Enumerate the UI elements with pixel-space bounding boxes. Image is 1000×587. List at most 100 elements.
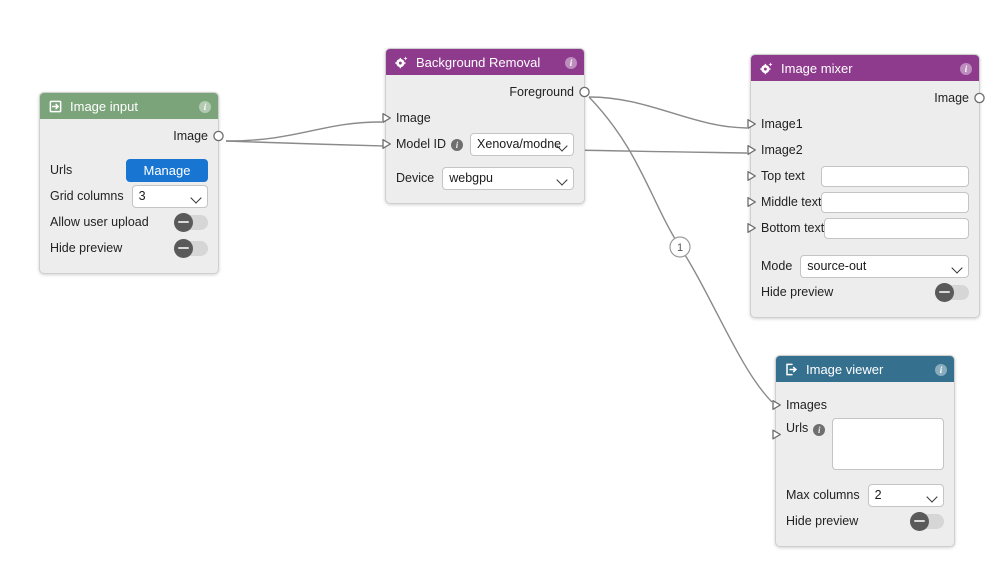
- input-port-middle-text[interactable]: [746, 197, 757, 208]
- field-row-max-columns: Max columns 2: [786, 482, 944, 508]
- edge-badge-label: 1: [677, 242, 683, 254]
- gear-sparkle-icon: [393, 54, 409, 70]
- input-port-image2[interactable]: [746, 145, 757, 156]
- grid-columns-select[interactable]: 3: [131, 184, 208, 208]
- field-label-top-text: Top text: [761, 169, 805, 183]
- input-port-image[interactable]: [381, 113, 392, 124]
- port-row-image-out: Image: [761, 85, 985, 111]
- node-image-input-title: Image input: [70, 98, 138, 114]
- grid-columns-value: 3: [138, 188, 146, 203]
- mode-select[interactable]: source-out: [800, 254, 969, 278]
- edge-bgremoval-foreground-to-viewer-images: [588, 96, 773, 403]
- port-row-foreground-out: Foreground: [396, 79, 590, 105]
- field-row-urls: Urls i: [772, 418, 944, 474]
- input-port-top-text[interactable]: [746, 171, 757, 182]
- node-image-input-header[interactable]: Image input i: [40, 93, 218, 119]
- field-row-images: Images: [772, 392, 944, 418]
- field-label-bottom-text: Bottom text: [761, 221, 825, 235]
- device-value: webgpu: [449, 170, 494, 185]
- gear-sparkle-icon: [758, 60, 774, 76]
- field-row-model-id: Model ID i Xenova/modne: [382, 131, 574, 157]
- info-icon[interactable]: i: [199, 99, 211, 114]
- field-label-max-columns: Max columns: [786, 488, 860, 502]
- input-port-model-id[interactable]: [381, 139, 392, 150]
- input-port-urls[interactable]: [771, 429, 782, 440]
- field-row-urls: Urls Manage: [50, 157, 208, 183]
- model-id-info-icon[interactable]: i: [451, 137, 464, 151]
- field-row-allow-user-upload: Allow user upload: [50, 209, 208, 235]
- arrow-into-box-icon: [47, 98, 63, 114]
- output-label-image: Image: [173, 129, 208, 143]
- node-image-viewer[interactable]: Image viewer i Images U: [772, 355, 955, 547]
- arrow-out-of-box-icon: [783, 361, 799, 377]
- field-row-device: Device webgpu: [396, 165, 574, 191]
- node-image-viewer-body: Images Urls i Max columns 2: [772, 382, 954, 546]
- node-image-mixer-header[interactable]: Image mixer i: [751, 55, 979, 81]
- output-port-image[interactable]: [974, 92, 985, 104]
- field-label-urls: Urls: [50, 163, 73, 177]
- field-label-mode: Mode: [761, 259, 793, 273]
- toggle-knob: [174, 238, 193, 258]
- output-port-foreground[interactable]: [579, 86, 590, 98]
- bottom-text-input[interactable]: [824, 217, 969, 239]
- hide-preview-toggle[interactable]: [174, 238, 208, 258]
- field-row-image-in: Image: [382, 105, 574, 131]
- model-id-value: Xenova/modne: [477, 136, 562, 151]
- node-background-removal-body: Foreground Image: [382, 75, 590, 203]
- input-port-image1[interactable]: [746, 119, 757, 130]
- info-icon[interactable]: i: [935, 362, 947, 377]
- field-label-model-id: Model ID: [396, 137, 447, 151]
- field-label-grid-columns: Grid columns: [50, 189, 124, 203]
- max-columns-select[interactable]: 2: [867, 483, 944, 507]
- input-label-images: Images: [786, 398, 827, 412]
- field-label-allow-user-upload: Allow user upload: [50, 215, 149, 229]
- field-row-image1: Image1: [747, 111, 969, 137]
- field-label-hide-preview: Hide preview: [50, 241, 123, 255]
- node-image-viewer-title: Image viewer: [806, 361, 884, 377]
- node-image-mixer[interactable]: Image mixer i Image Ima: [747, 54, 985, 318]
- info-icon[interactable]: i: [565, 55, 577, 70]
- middle-text-input[interactable]: [821, 191, 969, 213]
- hide-preview-toggle[interactable]: [935, 282, 969, 302]
- edge-bgremoval-foreground-to-mixer-image1: [588, 96, 748, 129]
- input-port-images[interactable]: [771, 400, 782, 411]
- field-label-device: Device: [396, 171, 435, 185]
- field-row-grid-columns: Grid columns 3: [50, 183, 208, 209]
- node-background-removal-header[interactable]: Background Removal i: [386, 49, 584, 75]
- urls-manage-button[interactable]: Manage: [126, 158, 208, 182]
- field-row-image2: Image2: [747, 137, 969, 163]
- edge-badge-circle[interactable]: [669, 236, 691, 258]
- field-row-top-text: Top text: [747, 163, 969, 189]
- field-row-middle-text: Middle text: [747, 189, 969, 215]
- mode-value: source-out: [807, 258, 867, 273]
- input-port-bottom-text[interactable]: [746, 223, 757, 234]
- field-row-mode: Mode source-out: [761, 253, 969, 279]
- output-port-image[interactable]: [213, 130, 224, 142]
- toggle-knob: [174, 212, 193, 232]
- node-background-removal[interactable]: Background Removal i Foreground: [382, 48, 590, 204]
- info-icon[interactable]: i: [960, 61, 972, 76]
- node-background-removal-title: Background Removal: [416, 54, 541, 70]
- input-label-image1: Image1: [761, 117, 803, 131]
- output-label-image: Image: [934, 91, 969, 105]
- urls-textarea[interactable]: [832, 418, 944, 470]
- hide-preview-toggle[interactable]: [910, 511, 944, 531]
- toggle-knob: [935, 282, 954, 302]
- top-text-input[interactable]: [820, 165, 969, 187]
- port-row-image-out: Image: [50, 123, 224, 149]
- output-label-foreground: Foreground: [509, 85, 574, 99]
- field-label-middle-text: Middle text: [761, 195, 822, 209]
- allow-user-upload-toggle[interactable]: [174, 212, 208, 232]
- device-select[interactable]: webgpu: [442, 166, 574, 190]
- field-row-hide-preview: Hide preview: [786, 508, 944, 534]
- urls-info-icon[interactable]: i: [813, 422, 826, 436]
- node-image-input[interactable]: Image input i Image Urls Manage Grid: [39, 92, 224, 274]
- field-label-hide-preview: Hide preview: [761, 285, 834, 299]
- node-image-viewer-header[interactable]: Image viewer i: [776, 356, 954, 382]
- max-columns-value: 2: [874, 487, 882, 502]
- field-row-bottom-text: Bottom text: [747, 215, 969, 241]
- model-id-select[interactable]: Xenova/modne: [470, 132, 574, 156]
- field-row-hide-preview: Hide preview: [50, 235, 208, 261]
- field-label-hide-preview: Hide preview: [786, 514, 859, 528]
